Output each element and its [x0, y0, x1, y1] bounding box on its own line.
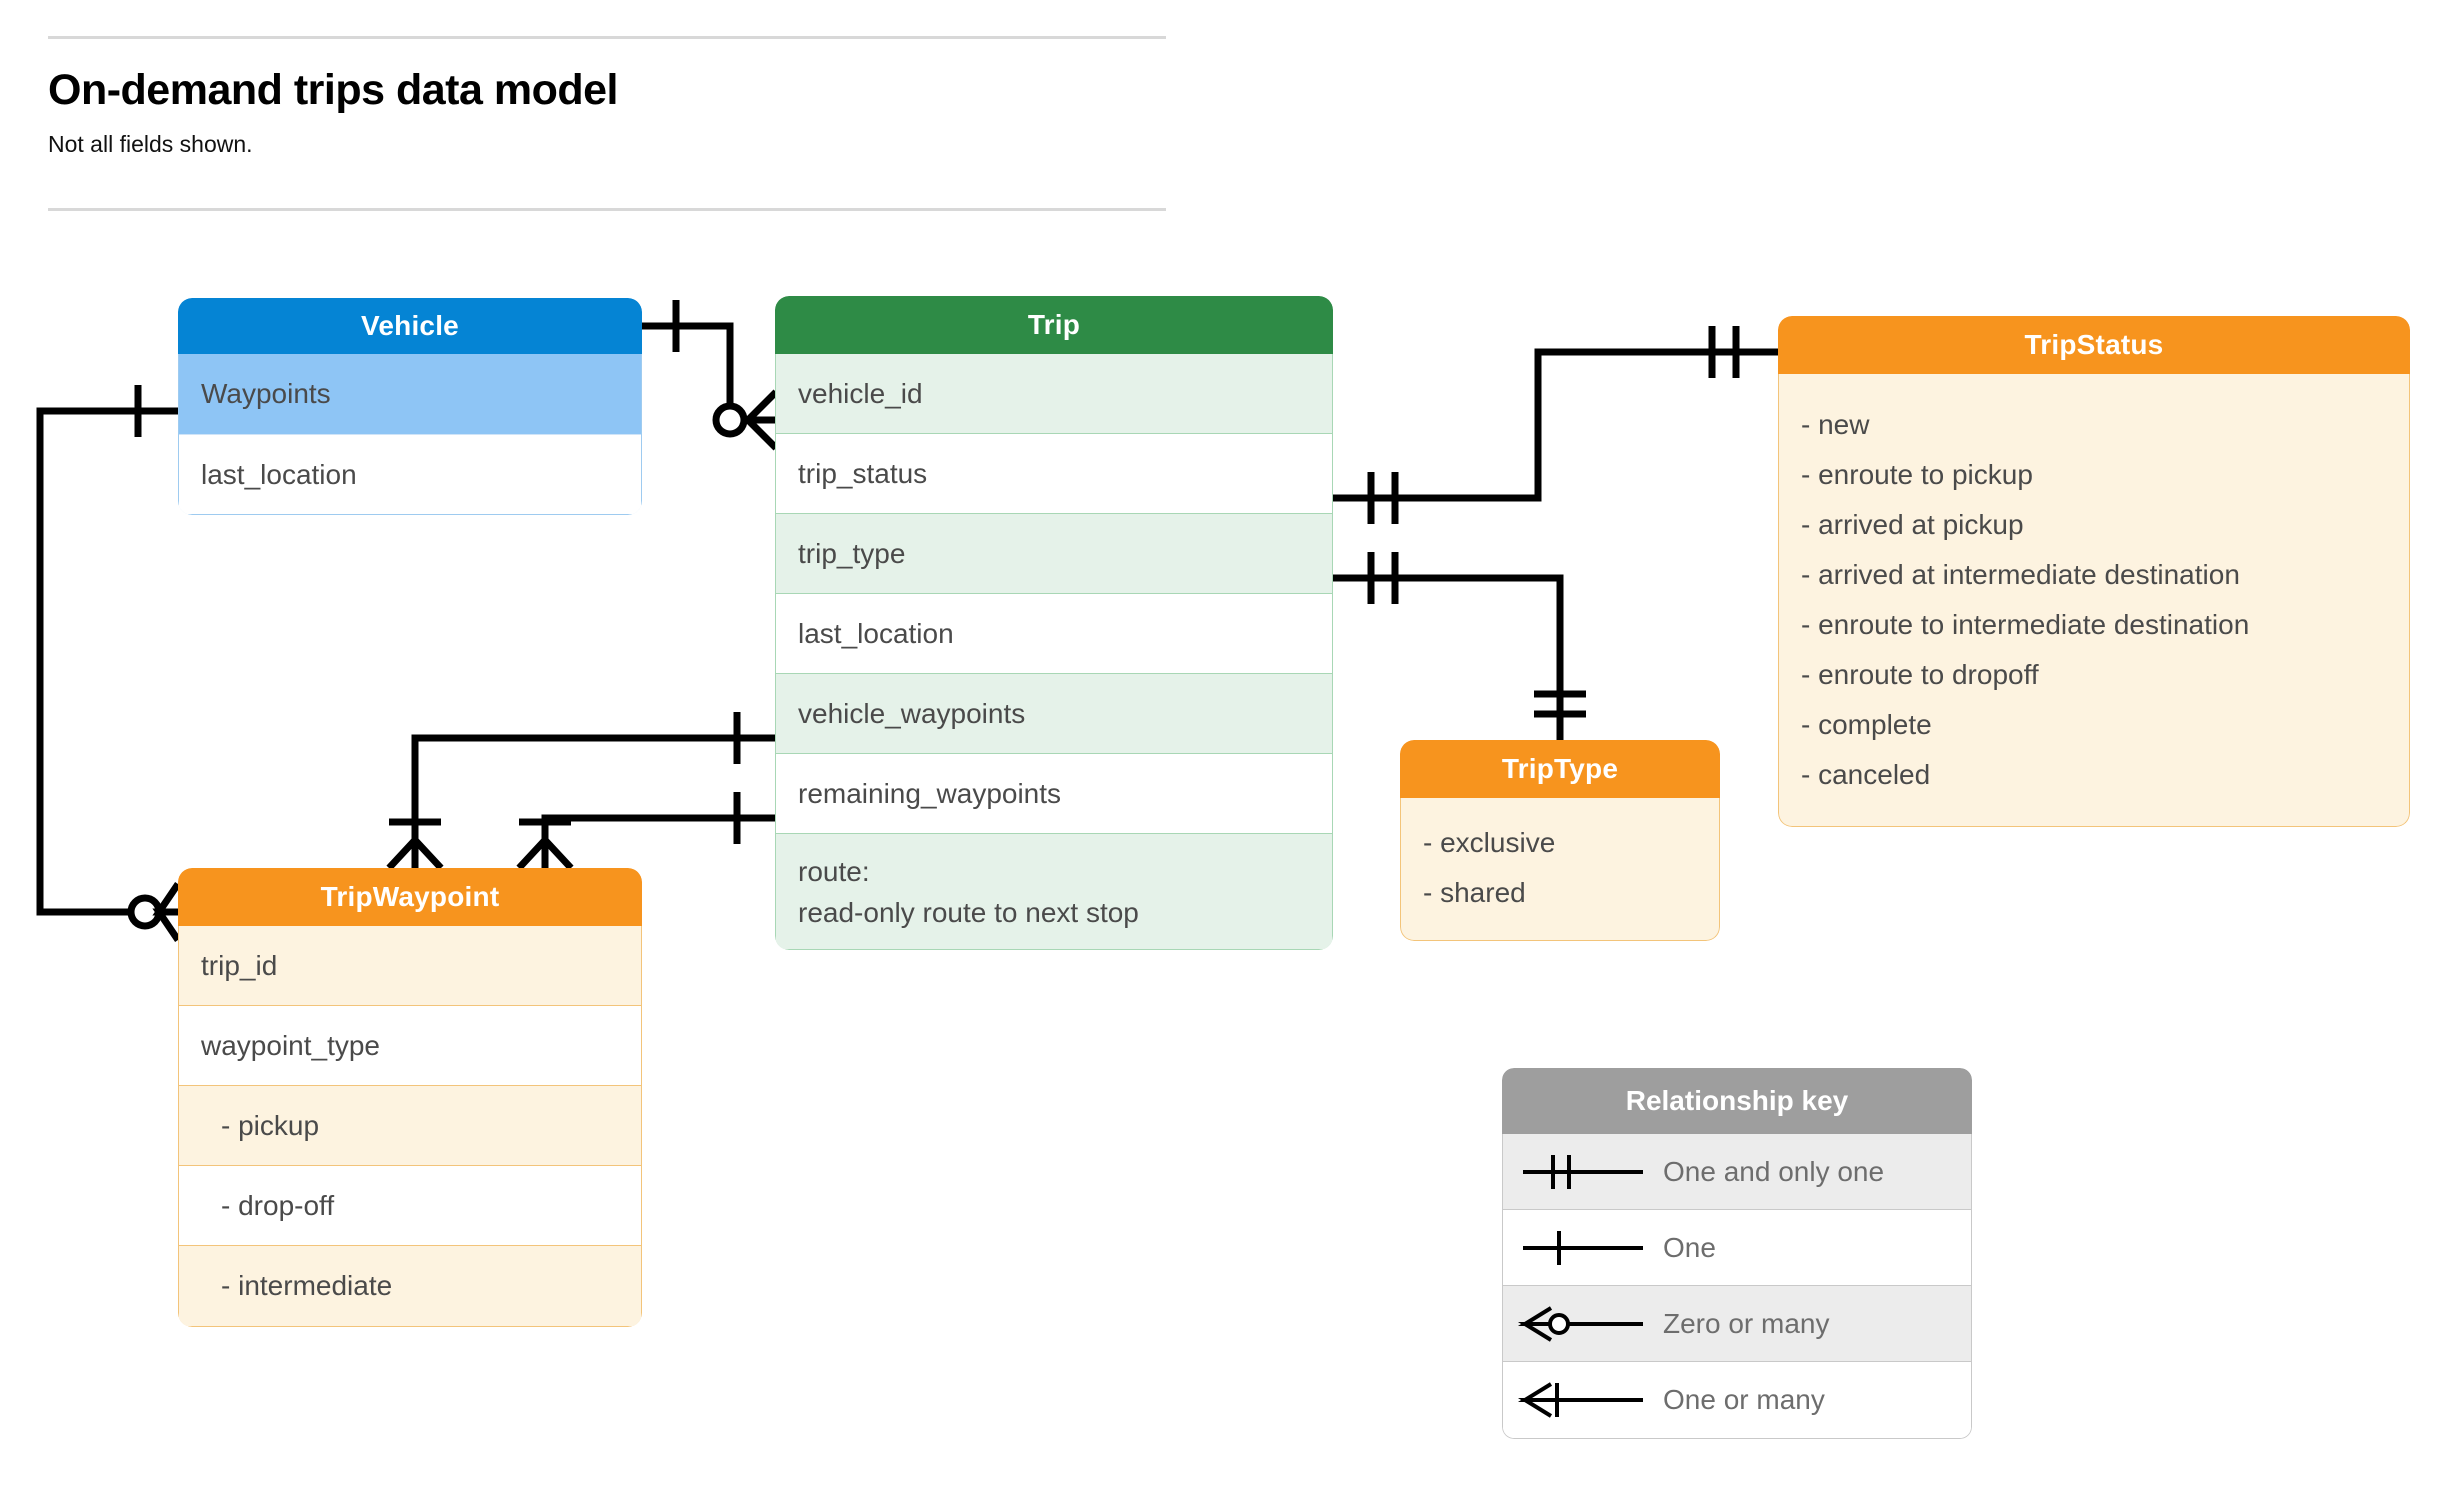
enum-value: - canceled: [1801, 759, 1931, 790]
field-row[interactable]: trip_id: [179, 926, 641, 1006]
entity-trip-fields: vehicle_id trip_status trip_type last_lo…: [775, 354, 1333, 950]
enum-value: - enroute to intermediate destination: [1801, 609, 2250, 640]
legend-item-label: Zero or many: [1663, 1307, 1830, 1339]
legend-item-label: One: [1663, 1231, 1716, 1263]
field-row[interactable]: vehicle_id: [776, 354, 1332, 434]
one-or-many-icon: [1503, 1375, 1663, 1425]
field-row-route-note[interactable]: route: read-only route to next stop: [776, 834, 1332, 949]
entity-trip[interactable]: Trip vehicle_id trip_status trip_type la…: [775, 296, 1333, 950]
field-row[interactable]: Waypoints: [179, 354, 641, 434]
field-row[interactable]: trip_status: [776, 434, 1332, 514]
field-row[interactable]: - drop-off: [179, 1166, 641, 1246]
relationship-key-title: Relationship key: [1502, 1068, 1972, 1134]
field-row[interactable]: last_location: [776, 594, 1332, 674]
crowsfoot-vehicle-waypoints: [152, 882, 181, 916]
one-icon: [1503, 1223, 1663, 1273]
field-row[interactable]: vehicle_waypoints: [776, 674, 1332, 754]
legend-item: One and only one: [1503, 1134, 1971, 1210]
relationship-key: Relationship key One and only one: [1502, 1068, 1972, 1439]
page-title: On-demand trips data model: [48, 66, 618, 114]
legend-item: One: [1503, 1210, 1971, 1286]
entity-trip-waypoint-title: TripWaypoint: [178, 868, 642, 926]
entity-trip-type-values: - exclusive - shared: [1400, 798, 1720, 941]
connector-vehicle-to-trip: [642, 322, 776, 424]
entity-trip-status-title: TripStatus: [1778, 316, 2410, 374]
enum-value: - complete: [1801, 709, 1932, 740]
relationship-key-body: One and only one One: [1502, 1134, 1972, 1439]
enum-value: - exclusive: [1423, 827, 1556, 858]
entity-trip-type-title: TripType: [1400, 740, 1720, 798]
header-divider-bottom: [48, 208, 1166, 211]
legend-item: One or many: [1503, 1362, 1971, 1438]
zero-ring-vehicle-trip: [712, 402, 748, 438]
connector-vehicle-waypoints-to-tripwaypoint: [36, 407, 178, 916]
entity-trip-status-values: - new - enroute to pickup - arrived at p…: [1778, 374, 2410, 827]
zero-ring-vehicle-waypoints: [127, 894, 163, 930]
route-note-line-1: route:: [798, 856, 870, 887]
connector-trip-type: [1333, 574, 1564, 740]
enum-value: - enroute to pickup: [1801, 459, 2033, 490]
entity-trip-waypoint[interactable]: TripWaypoint trip_id waypoint_type - pic…: [178, 868, 642, 1327]
legend-item: Zero or many: [1503, 1286, 1971, 1362]
crowsfoot-vehicle-trip: [739, 389, 779, 424]
legend-item-label: One and only one: [1663, 1155, 1885, 1187]
entity-trip-type[interactable]: TripType - exclusive - shared: [1400, 740, 1720, 941]
crowsfoot-vehicle-waypoints-row: [386, 834, 444, 871]
connector-trip-status: [1333, 348, 1778, 502]
enum-value: - arrived at intermediate destination: [1801, 559, 2240, 590]
entity-vehicle-title: Vehicle: [178, 298, 642, 354]
entity-trip-waypoint-fields: trip_id waypoint_type - pickup - drop-of…: [178, 926, 642, 1327]
enum-value: - shared: [1423, 877, 1526, 908]
route-note-line-2: read-only route to next stop: [798, 896, 1139, 928]
enum-value: - arrived at pickup: [1801, 509, 2024, 540]
connector-remaining-waypoints-row: [541, 814, 775, 868]
field-row[interactable]: last_location: [179, 434, 641, 514]
field-row[interactable]: trip_type: [776, 514, 1332, 594]
crowsfoot-remaining-waypoints-row: [516, 834, 574, 871]
entity-vehicle-fields: Waypoints last_location: [178, 354, 642, 515]
page-subtitle: Not all fields shown.: [48, 131, 253, 157]
entity-vehicle[interactable]: Vehicle Waypoints last_location: [178, 298, 642, 515]
connector-vehicle-waypoints-row: [411, 734, 775, 868]
header-divider-top: [48, 36, 1166, 39]
field-row[interactable]: - intermediate: [179, 1246, 641, 1326]
legend-item-label: One or many: [1663, 1384, 1825, 1415]
enum-value: - new: [1801, 409, 1870, 440]
entity-trip-status[interactable]: TripStatus - new - enroute to pickup - a…: [1778, 316, 2410, 827]
zero-or-many-icon: [1503, 1299, 1663, 1349]
one-and-only-one-icon: [1503, 1147, 1663, 1197]
field-row[interactable]: - pickup: [179, 1086, 641, 1166]
field-row[interactable]: waypoint_type: [179, 1006, 641, 1086]
enum-value: - enroute to dropoff: [1801, 659, 2039, 690]
entity-trip-title: Trip: [775, 296, 1333, 354]
field-row[interactable]: remaining_waypoints: [776, 754, 1332, 834]
